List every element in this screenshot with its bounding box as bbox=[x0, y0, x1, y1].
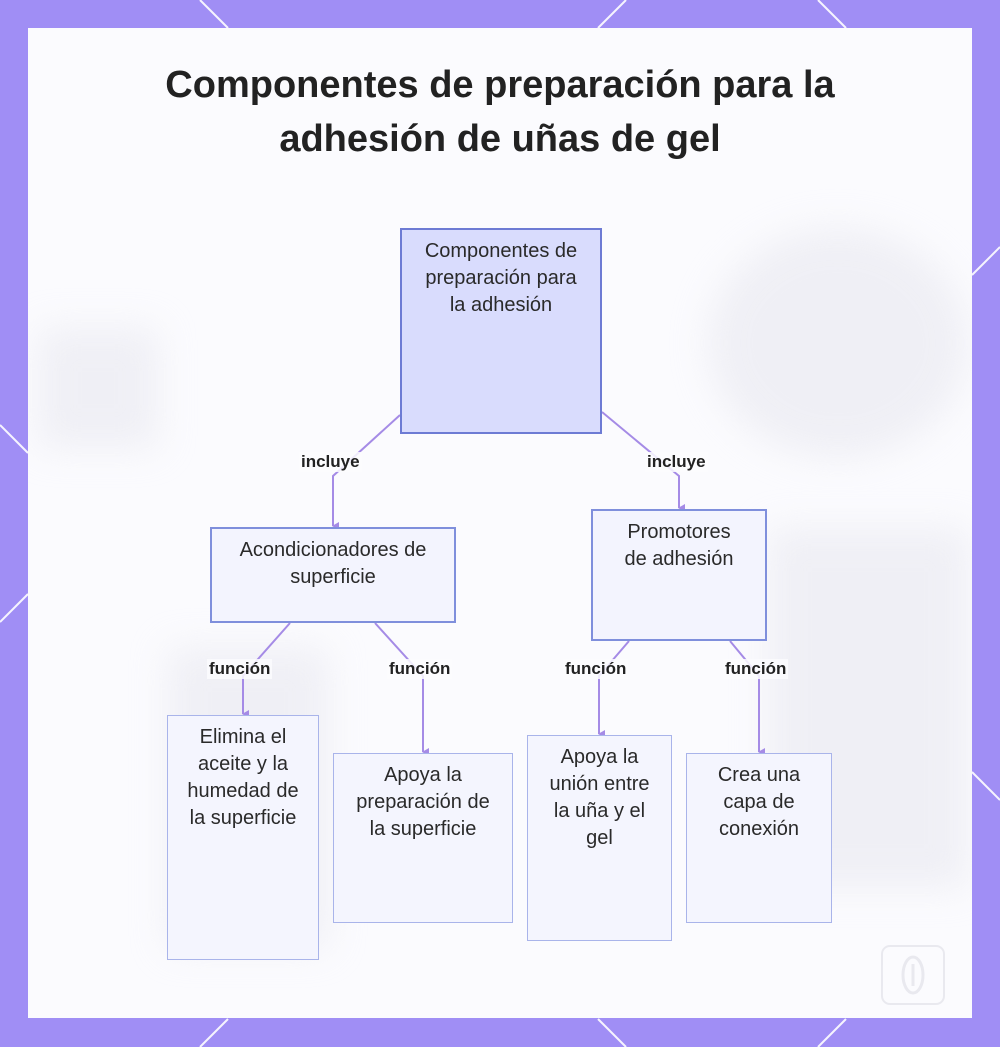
edge-root-promotores bbox=[601, 411, 685, 512]
edge-label-funcion-4: función bbox=[723, 659, 789, 679]
title-line-1: Componentes de preparación para la bbox=[165, 64, 835, 106]
edge-promo-union bbox=[598, 640, 630, 738]
title-line-2: adhesión de uñas de gel bbox=[279, 118, 721, 160]
node-apoya-union: Apoya la unión entre la uña y el gel bbox=[527, 735, 672, 941]
edge-root-acondicionadores bbox=[332, 414, 401, 530]
edge-label-incluye-left: incluye bbox=[299, 452, 362, 472]
node-crea-capa: Crea una capa de conexión bbox=[686, 753, 832, 923]
edge-label-funcion-2: función bbox=[387, 659, 453, 679]
edge-label-funcion-3: función bbox=[563, 659, 629, 679]
diagram-title: Componentes de preparación para la adhes… bbox=[0, 58, 1000, 166]
edge-acond-apoya bbox=[374, 622, 429, 756]
edge-promo-capa bbox=[729, 640, 765, 756]
node-apoya-preparacion: Apoya la preparación de la superficie bbox=[333, 753, 513, 923]
node-acondicionadores: Acondicionadores de superficie bbox=[210, 527, 456, 623]
node-promotores: Promotores de adhesión bbox=[591, 509, 767, 641]
edge-label-funcion-1: función bbox=[207, 659, 273, 679]
node-root: Componentes de preparación para la adhes… bbox=[400, 228, 602, 434]
watermark-logo-icon bbox=[881, 945, 945, 1005]
edge-label-incluye-right: incluye bbox=[645, 452, 708, 472]
node-elimina-aceite: Elimina el aceite y la humedad de la sup… bbox=[167, 715, 319, 960]
